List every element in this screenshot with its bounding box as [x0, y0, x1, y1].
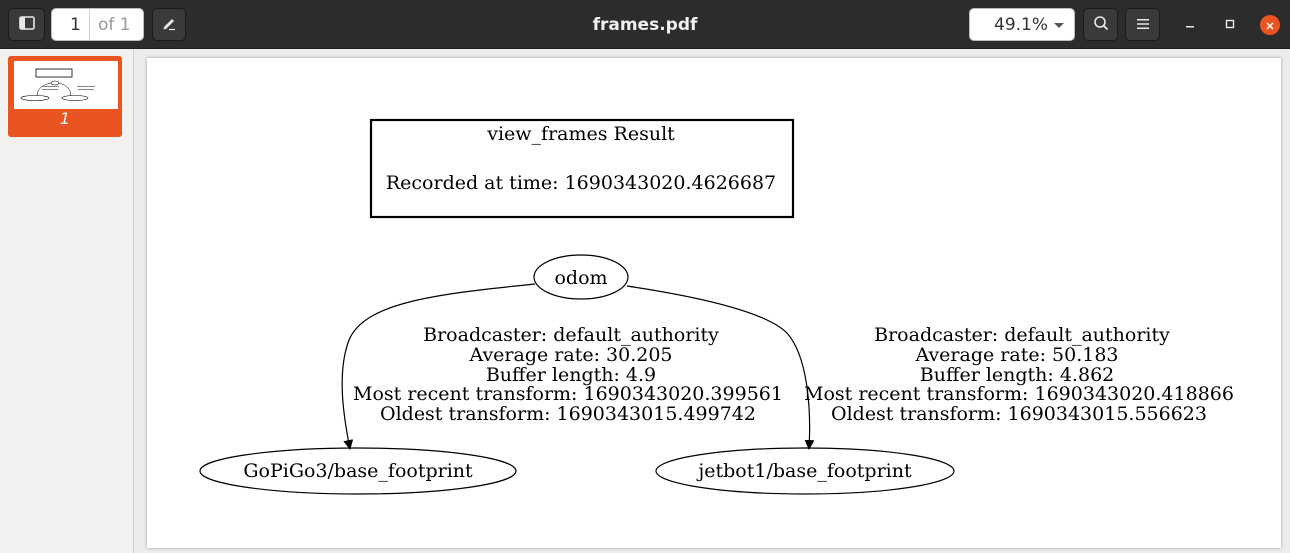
zoom-dropdown[interactable]: 49.1%	[969, 8, 1075, 41]
zoom-value: 49.1%	[994, 15, 1049, 35]
page-entry-divider	[89, 9, 90, 40]
sidebar-toggle-button[interactable]	[8, 8, 45, 41]
annotate-button[interactable]	[152, 8, 186, 41]
close-button[interactable]	[1260, 15, 1280, 35]
result-box	[369, 118, 795, 219]
edge-most-recent: Most recent transform: 1690343020.418866	[804, 383, 1234, 405]
edge-odom-gopigo3	[341, 283, 536, 450]
node-jetbot1	[655, 447, 955, 495]
menu-button[interactable]	[1125, 8, 1160, 41]
frames-graph: view_frames Result Recorded at time: 169…	[199, 118, 1234, 495]
thumbnail-sidebar: 1	[0, 49, 134, 553]
edge-average-rate: Average rate: 50.183	[915, 344, 1119, 366]
pencil-icon	[161, 15, 177, 35]
edge-most-recent: Most recent transform: 1690343020.399561	[353, 383, 783, 405]
close-icon	[1265, 16, 1275, 35]
search-icon	[1093, 15, 1109, 35]
edge-buffer-length: Buffer length: 4.9	[486, 364, 656, 386]
thumbnail-page-label: 1	[59, 109, 71, 128]
header-bar: 1 of 1 frames.pdf 49.1%	[0, 0, 1290, 49]
edge-oldest: Oldest transform: 1690343015.556623	[831, 403, 1207, 425]
node-odom-label: odom	[554, 267, 607, 289]
pdf-page: view_frames Result Recorded at time: 169…	[147, 58, 1281, 548]
edge-label-right: Broadcaster: default_authority Average r…	[804, 324, 1234, 425]
minimize-button[interactable]	[1180, 14, 1200, 34]
edge-oldest: Oldest transform: 1690343015.499742	[380, 403, 756, 425]
page-thumbnail[interactable]: 1	[8, 56, 122, 137]
edge-broadcaster: Broadcaster: default_authority	[874, 324, 1170, 346]
node-odom	[533, 254, 629, 300]
maximize-button[interactable]	[1220, 14, 1240, 34]
sidebar-icon	[18, 15, 35, 34]
edge-odom-jetbot1	[626, 285, 815, 450]
minimize-icon	[1184, 15, 1196, 34]
edge-buffer-length: Buffer length: 4.862	[920, 364, 1115, 386]
maximize-icon	[1224, 15, 1236, 34]
chevron-down-icon	[1054, 23, 1064, 28]
page-thumbnail-image	[14, 61, 118, 109]
node-jetbot1-label: jetbot1/base_footprint	[696, 460, 912, 482]
node-gopigo3	[199, 447, 517, 495]
edge-average-rate: Average rate: 30.205	[469, 344, 673, 366]
hamburger-menu-icon	[1136, 15, 1150, 34]
current-page-input[interactable]: 1	[70, 15, 81, 35]
edge-label-left: Broadcaster: default_authority Average r…	[353, 324, 783, 425]
page-number-entry[interactable]: 1 of 1	[51, 8, 144, 41]
search-button[interactable]	[1083, 8, 1118, 41]
recorded-time: Recorded at time: 1690343020.4626687	[386, 172, 776, 194]
page-count-label: of 1	[98, 15, 131, 35]
node-gopigo3-label: GoPiGo3/base_footprint	[243, 460, 473, 482]
edge-broadcaster: Broadcaster: default_authority	[423, 324, 719, 346]
document-viewport[interactable]: view_frames Result Recorded at time: 169…	[134, 49, 1290, 553]
result-title: view_frames Result	[486, 123, 675, 145]
